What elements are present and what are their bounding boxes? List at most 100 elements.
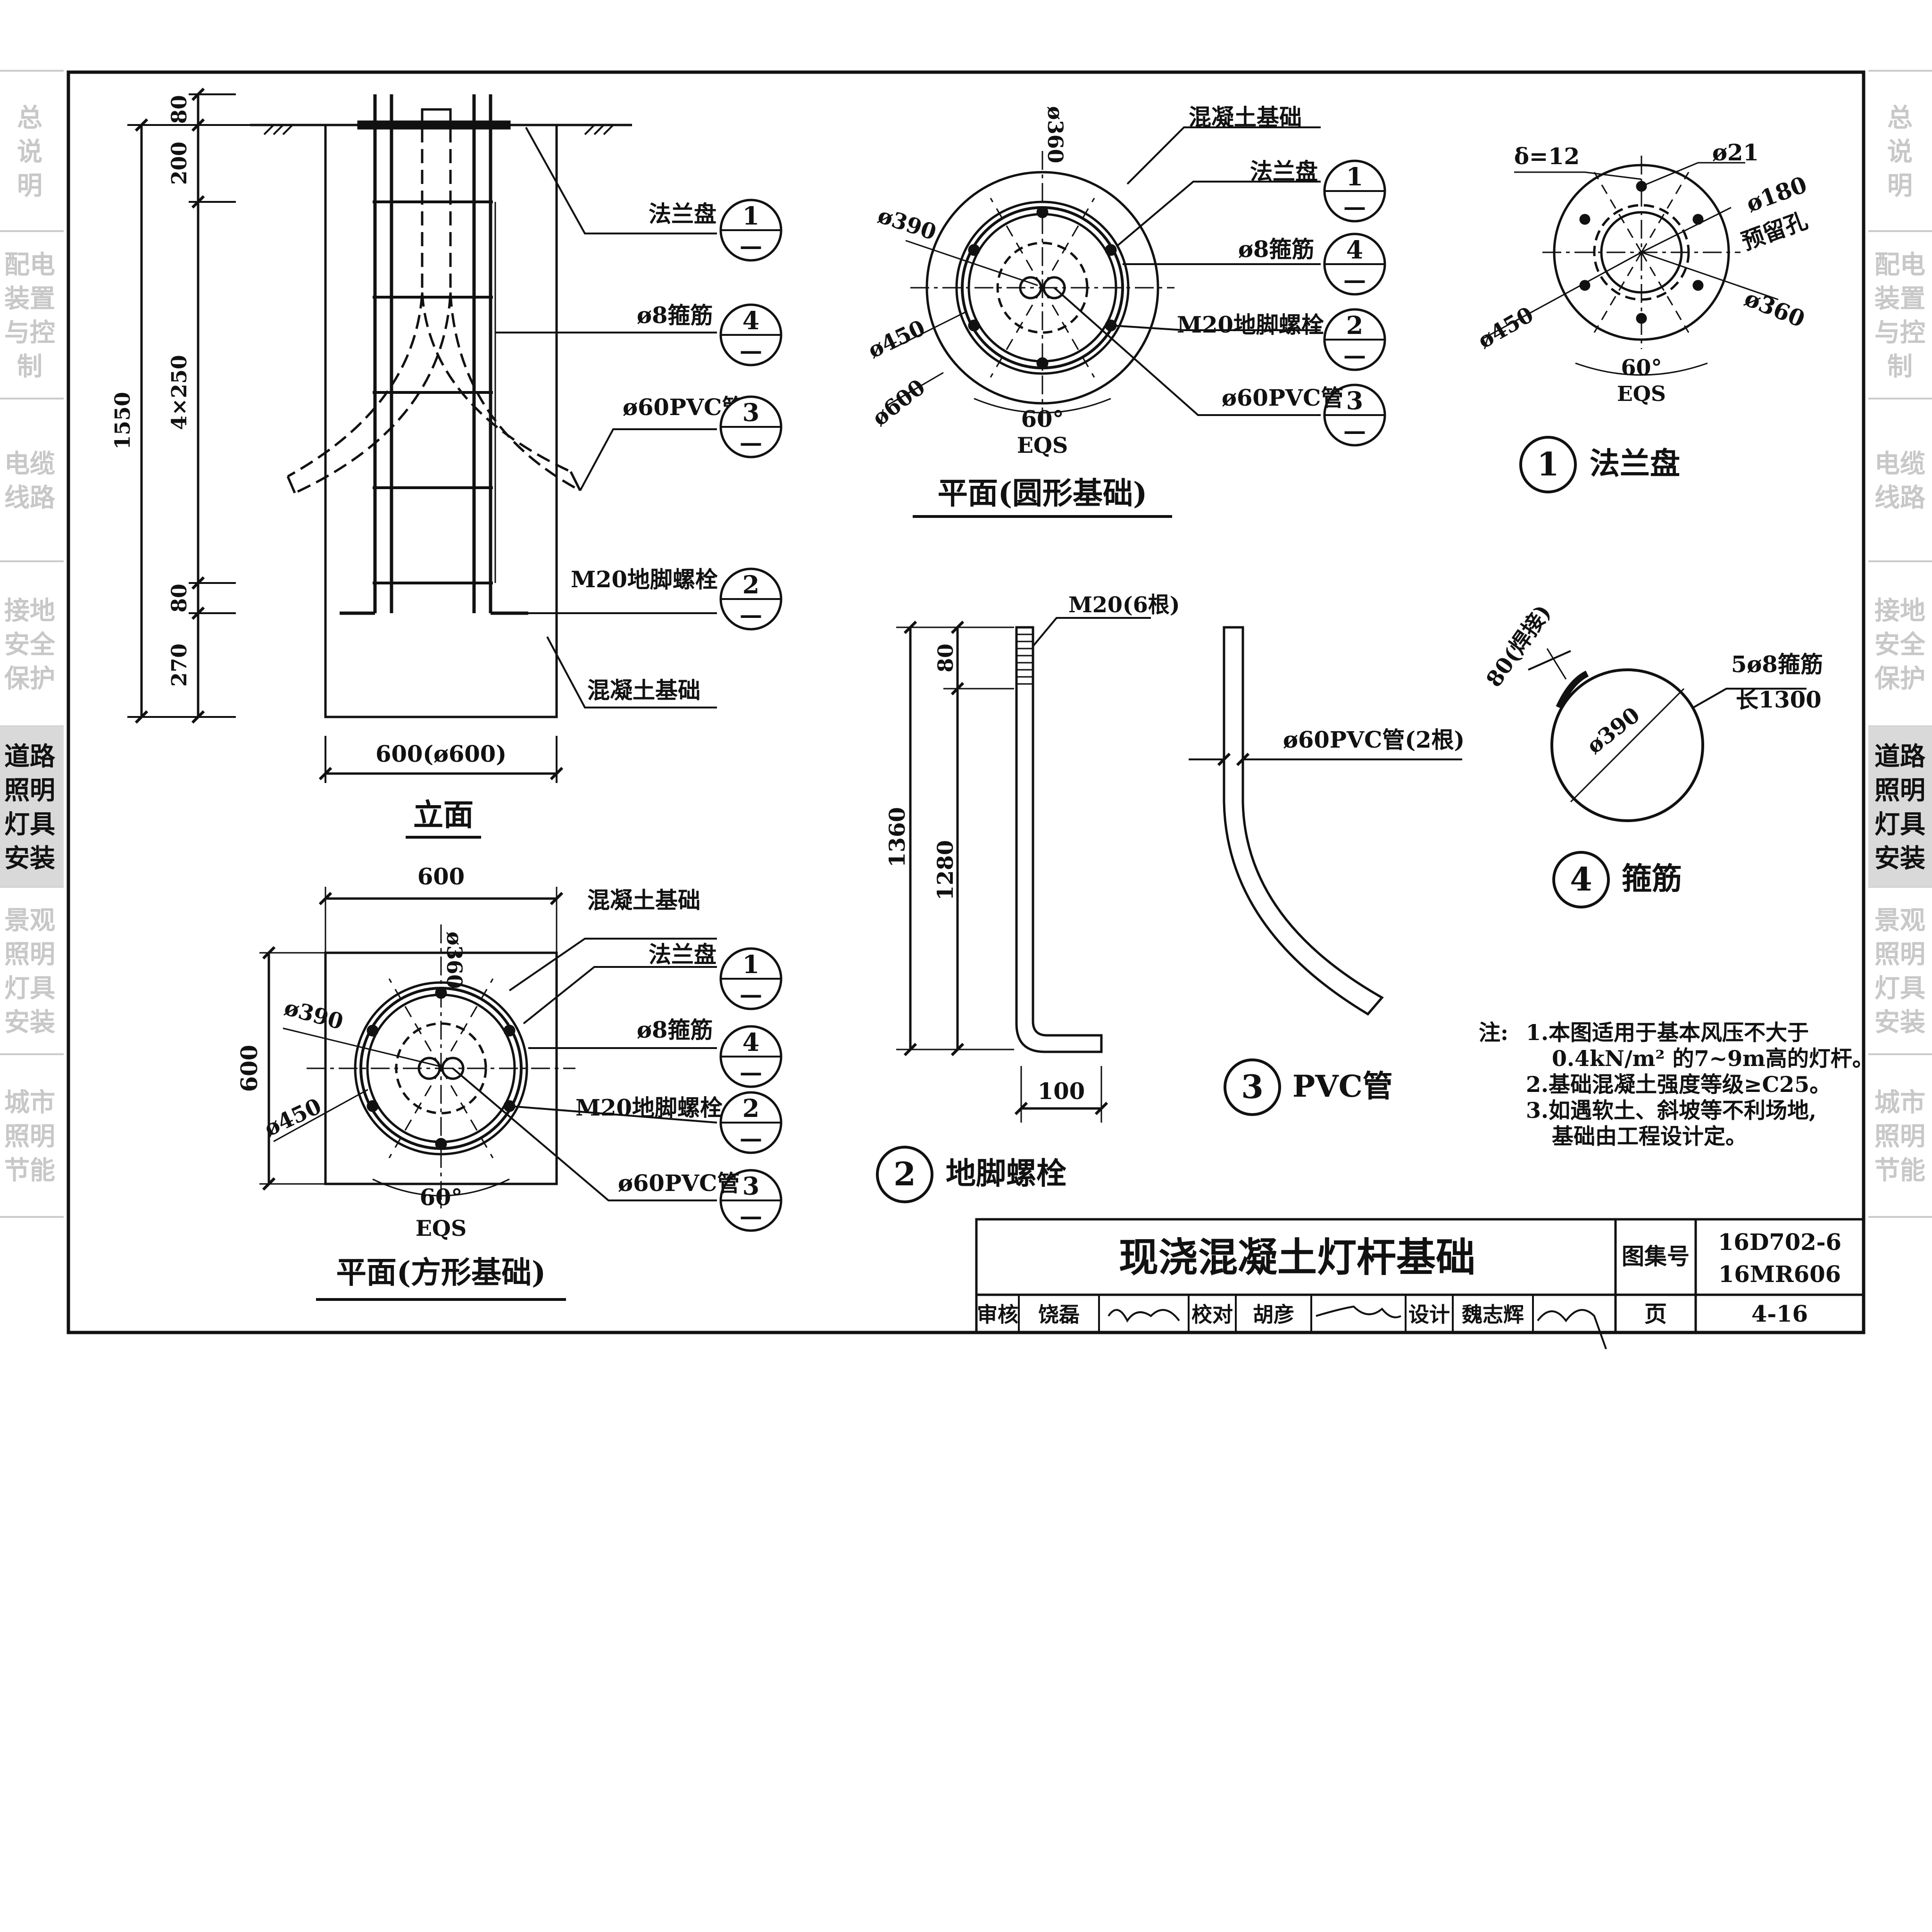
side-tab-line: 安全 (1874, 630, 1926, 659)
checker: 胡彦 (1253, 1303, 1294, 1327)
callout-number: 1 (1346, 163, 1363, 192)
side-tab-line: 道路 (1874, 741, 1926, 771)
plan-round-view (886, 126, 1321, 518)
label-concrete: 混凝土基础 (587, 677, 700, 704)
side-tab-0[interactable]: 总说明 (1887, 103, 1913, 200)
side-tab-line: 安装 (4, 1008, 55, 1037)
bolt-dim-80: 80 (934, 643, 958, 672)
dim-4x250: 4×250 (167, 355, 192, 430)
elevation-texts: 80 200 4×250 1550 80 270 600(ø600) 立面 法兰… (111, 95, 744, 833)
side-tab-line: 说 (17, 137, 42, 167)
rd-label-concrete: 混凝土基础 (1189, 104, 1302, 131)
fl-d21: ø21 (1712, 140, 1759, 166)
callout-anchor_bolt: 2— (719, 567, 783, 631)
side-tab-line: 说 (1887, 137, 1913, 167)
side-tab-line: 制 (17, 352, 42, 382)
fl-d360: ø360 (1741, 285, 1809, 333)
reviewer: 饶磊 (1038, 1303, 1080, 1327)
note-line-2: 0.4kN/m² 的7~9m高的灯杆。 (1552, 1046, 1874, 1071)
side-tab-line: 照明 (4, 1122, 55, 1151)
detail-pvc (1189, 626, 1462, 1116)
callout-anchor_bolt: 2— (719, 1091, 783, 1154)
st-count: 5ø8箍筋 (1731, 651, 1823, 678)
callout-pvc_pipe: 3— (1323, 383, 1386, 447)
dim-1550: 1550 (111, 392, 135, 450)
callout-flange: 1— (719, 199, 783, 262)
callout-number: 2 (742, 571, 759, 600)
callout-sheet: — (1343, 418, 1366, 444)
plan-round-texts: ø360 ø390 ø450 ø600 60° EQS 平面(圆形基础) 混凝土… (864, 104, 1344, 511)
rd-dim-390: ø390 (875, 202, 940, 245)
sq-label-flange: 法兰盘 (649, 941, 716, 968)
detail-pvc-texts: ø60PVC管(2根) 3 PVC管 (1241, 727, 1465, 1106)
bolt-dim-1360: 1360 (884, 807, 910, 867)
side-tab-line: 保护 (4, 664, 55, 693)
sq-label-pvc: ø60PVC管 (618, 1170, 740, 1197)
sq-label-stirrup: ø8箍筋 (637, 1017, 713, 1043)
st-num: 4 (1570, 861, 1592, 899)
side-tab-line: 装置 (1874, 284, 1925, 314)
note-line-5: 基础由工程设计定。 (1552, 1124, 1747, 1149)
side-tab-0[interactable]: 总说明 (17, 103, 42, 200)
elevation-title: 立面 (413, 798, 474, 833)
note-line-4: 3.如遇软土、斜坡等不利场地, (1526, 1098, 1816, 1123)
fl-delta: δ=12 (1514, 143, 1580, 170)
sq-eqs: EQS (416, 1216, 466, 1241)
review-label: 审核 (977, 1303, 1018, 1327)
notes: 注: 1.本图适用于基本风压不大于 0.4kN/m² 的7~9m高的灯杆。 2.… (1479, 1020, 1874, 1149)
side-tab-line: 配电 (1874, 250, 1925, 280)
bolt-num: 2 (893, 1156, 916, 1193)
side-tab-line: 电缆 (1874, 449, 1925, 479)
callout-number: 3 (1346, 387, 1363, 416)
sq-dim-390: ø390 (282, 994, 346, 1034)
pvc-num: 3 (1241, 1068, 1263, 1106)
side-tab-line: 城市 (4, 1088, 55, 1117)
side-tab-line: 明 (17, 171, 42, 200)
callout-number: 2 (742, 1094, 759, 1123)
side-tab-line: 道路 (4, 741, 56, 771)
callout-number: 1 (742, 202, 759, 231)
fl-angle: 60° (1621, 355, 1662, 380)
side-tabs-right: 总说明配电装置与控制电缆线路接地安全保护道路照明灯具安装景观照明灯具安装城市照明… (1868, 70, 1932, 1218)
title-block (975, 1218, 1865, 1349)
side-tabs-left: 总说明配电装置与控制电缆线路接地安全保护道路照明灯具安装景观照明灯具安装城市照明… (0, 70, 64, 1218)
detail-stirrup-texts: 80(焊接) ø390 5ø8箍筋 长1300 4 箍筋 (1481, 600, 1823, 899)
sq-angle: 60° (420, 1184, 463, 1211)
detail-flange (1481, 156, 1779, 493)
drawing-title: 现浇混凝土灯杆基础 (1119, 1234, 1475, 1281)
side-tab-line: 线路 (4, 483, 56, 513)
side-tab-line: 景观 (1874, 906, 1925, 935)
callout-number: 4 (742, 307, 759, 335)
plan-square-title: 平面(方形基础) (336, 1255, 546, 1291)
bolt-title: 地脚螺栓 (946, 1156, 1066, 1191)
sq-dim-600-h: 600 (236, 1045, 263, 1092)
fl-d450: ø450 (1474, 301, 1538, 353)
dim-width-600: 600(ø600) (375, 741, 507, 767)
side-tab-line: 照明 (1874, 940, 1925, 969)
side-tab-line: 接地 (1874, 596, 1925, 625)
plan-square-view (259, 887, 717, 1301)
bolt-dim-100: 100 (1038, 1078, 1085, 1105)
sq-label-bolt: M20地脚螺栓 (575, 1095, 723, 1121)
rd-eqs: EQS (1017, 433, 1068, 458)
bolt-dim-1280: 1280 (933, 840, 958, 900)
side-tab-line: 接地 (4, 596, 55, 625)
callout-stirrup: 4— (1323, 233, 1386, 296)
callout-number: 3 (742, 399, 759, 427)
side-tab-line: 节能 (4, 1156, 55, 1185)
side-tab-line: 安装 (1874, 1008, 1925, 1037)
plan-square-texts: 600 600 ø360 ø390 ø450 60° EQS 平面(方形基础) … (236, 864, 740, 1291)
